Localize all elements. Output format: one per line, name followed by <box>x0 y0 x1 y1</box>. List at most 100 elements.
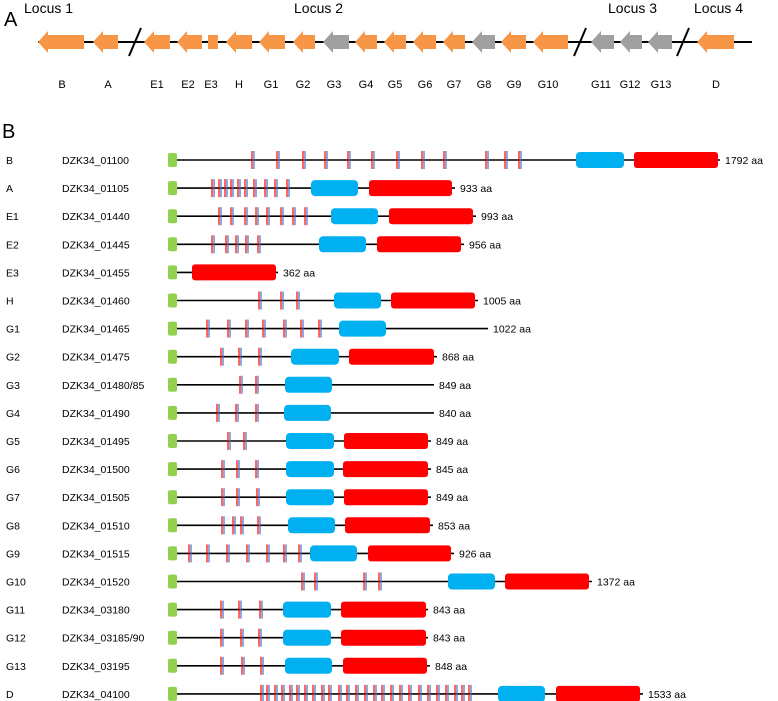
gene-arrow <box>413 31 436 53</box>
locus-break-mark <box>573 27 587 57</box>
protein-gene-label: A <box>6 183 13 195</box>
red-domain <box>634 152 718 168</box>
red-domain <box>345 517 430 534</box>
red-domain <box>343 657 427 674</box>
red-domain <box>377 236 461 253</box>
locus-label: Locus 4 <box>694 0 743 16</box>
protein-length-label: 926 aa <box>459 548 491 560</box>
blue-domain <box>286 433 334 449</box>
locus-tag-label: DZK34_04100 <box>62 689 130 701</box>
protein-gene-label: E3 <box>6 267 19 279</box>
locus-tag-label: DZK34_01505 <box>62 492 130 504</box>
red-domain <box>192 264 276 281</box>
signal-peptide <box>168 181 177 196</box>
gene-arrow <box>533 31 568 53</box>
blue-domain <box>286 489 334 506</box>
red-domain <box>341 601 426 618</box>
blue-domain <box>285 376 332 393</box>
signal-peptide <box>168 658 177 673</box>
gene-arrow <box>38 31 84 53</box>
protein-gene-label: G5 <box>6 436 20 448</box>
locus-tag-label: DZK34_03180 <box>62 605 130 617</box>
gene-label: G10 <box>538 79 559 91</box>
locus-tag-label: DZK34_01520 <box>62 577 130 589</box>
locus-tag-label: DZK34_01105 <box>62 183 129 195</box>
protein-length-label: 840 aa <box>439 408 471 420</box>
blue-domain <box>334 292 381 309</box>
red-domain <box>389 208 473 225</box>
red-domain <box>349 348 434 365</box>
locus-tag-label: DZK34_01445 <box>62 239 130 251</box>
gene-label: E2 <box>181 79 194 91</box>
red-domain <box>505 573 589 590</box>
gene-arrow <box>620 31 642 53</box>
signal-peptide <box>168 293 177 308</box>
blue-domain <box>310 545 357 562</box>
gene-arrow <box>384 31 406 53</box>
red-domain <box>391 292 475 309</box>
signal-peptide <box>168 686 177 701</box>
locus-label: Locus 2 <box>294 0 343 16</box>
protein-gene-label: H <box>6 296 14 308</box>
signal-peptide <box>168 405 177 420</box>
gene-arrow <box>177 31 202 53</box>
blue-domain <box>339 320 386 337</box>
gene-label: G3 <box>327 79 342 91</box>
protein-length-label: 843 aa <box>433 605 465 617</box>
signal-peptide <box>168 602 177 617</box>
gene-arrow <box>323 31 349 53</box>
locus-label: Locus 1 <box>24 0 73 16</box>
protein-length-label: 848 aa <box>435 661 467 673</box>
locus-tag-label: DZK34_01490 <box>62 408 130 420</box>
locus-tag-label: DZK34_03185/90 <box>62 633 144 645</box>
gene-arrow <box>697 31 734 53</box>
protein-gene-label: G4 <box>6 408 20 420</box>
red-domain <box>344 489 428 506</box>
gene-label: G1 <box>264 79 279 91</box>
locus-tag-label: DZK34_01455 <box>62 267 130 279</box>
protein-length-label: 1533 aa <box>648 689 686 701</box>
protein-length-label: 845 aa <box>436 464 468 476</box>
signal-peptide <box>168 630 177 645</box>
gene-label: G9 <box>507 79 522 91</box>
locus-tag-label: DZK34_01475 <box>62 352 130 364</box>
red-domain <box>344 433 428 449</box>
protein-gene-label: G10 <box>6 577 26 589</box>
blue-domain <box>291 348 339 365</box>
protein-length-label: 853 aa <box>438 520 470 532</box>
red-domain <box>341 629 426 646</box>
gene-label: E3 <box>204 79 217 91</box>
locus-tag-label: DZK34_03195 <box>62 661 130 673</box>
protein-gene-label: B <box>6 155 13 167</box>
blue-domain <box>285 657 332 674</box>
locus-tag-label: DZK34_01515 <box>62 548 130 560</box>
signal-peptide <box>168 209 177 224</box>
gene-arrow <box>501 31 526 53</box>
locus-break-mark <box>676 27 690 57</box>
signal-peptide <box>168 321 177 336</box>
blue-domain <box>283 629 331 646</box>
gene-label: G6 <box>418 79 433 91</box>
signal-peptide <box>168 518 177 533</box>
protein-gene-label: G7 <box>6 492 20 504</box>
protein-length-label: 362 aa <box>283 267 315 279</box>
gene-label: G2 <box>296 79 311 91</box>
locus-tag-label: DZK34_01100 <box>62 155 129 167</box>
locus-tag-label: DZK34_01465 <box>62 324 130 336</box>
protein-length-label: 843 aa <box>433 633 465 645</box>
gene-arrow <box>208 35 218 49</box>
protein-length-label: 1005 aa <box>483 296 521 308</box>
blue-domain <box>576 152 624 168</box>
signal-peptide <box>168 349 177 364</box>
blue-domain <box>311 180 358 197</box>
signal-peptide <box>168 153 177 167</box>
